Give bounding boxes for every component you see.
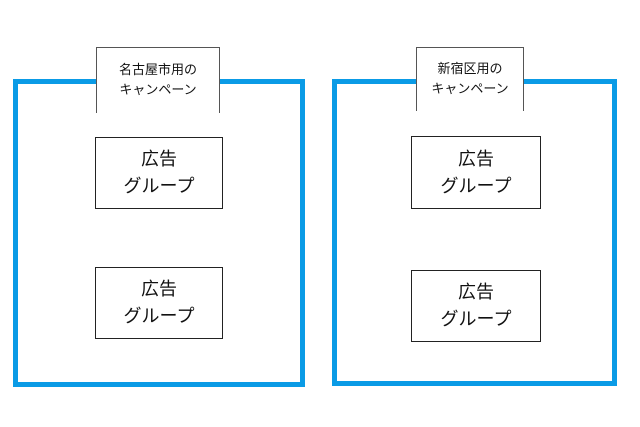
ad-group-box: 広告 グループ xyxy=(411,270,541,342)
ad-group-line2: グループ xyxy=(123,176,195,197)
campaign-label-line2: キャンペーン xyxy=(119,82,197,98)
ad-group-box: 広告 グループ xyxy=(95,267,223,339)
ad-group-line2: グループ xyxy=(440,309,512,330)
campaign-label-shinjuku: 新宿区用の キャンペーン xyxy=(416,47,524,111)
ad-group-line1: 広告 xyxy=(458,148,494,170)
ad-group-line1: 広告 xyxy=(141,149,177,170)
campaign-label-line1: 名古屋市用の xyxy=(118,62,197,78)
ad-group-line2: グループ xyxy=(440,175,512,197)
campaign-label-line2: キャンペーン xyxy=(431,81,509,97)
ad-group-box: 広告 グループ xyxy=(95,137,223,209)
campaign-label-line1: 新宿区用の xyxy=(437,61,503,77)
ad-group-line1: 広告 xyxy=(141,279,177,300)
campaign-label-nagoya: 名古屋市用の キャンペーン xyxy=(96,47,220,113)
campaign-frame-nagoya xyxy=(13,79,305,387)
ad-group-box: 広告 グループ xyxy=(411,136,541,209)
ad-group-line1: 広告 xyxy=(458,282,494,303)
ad-group-line2: グループ xyxy=(123,306,195,327)
